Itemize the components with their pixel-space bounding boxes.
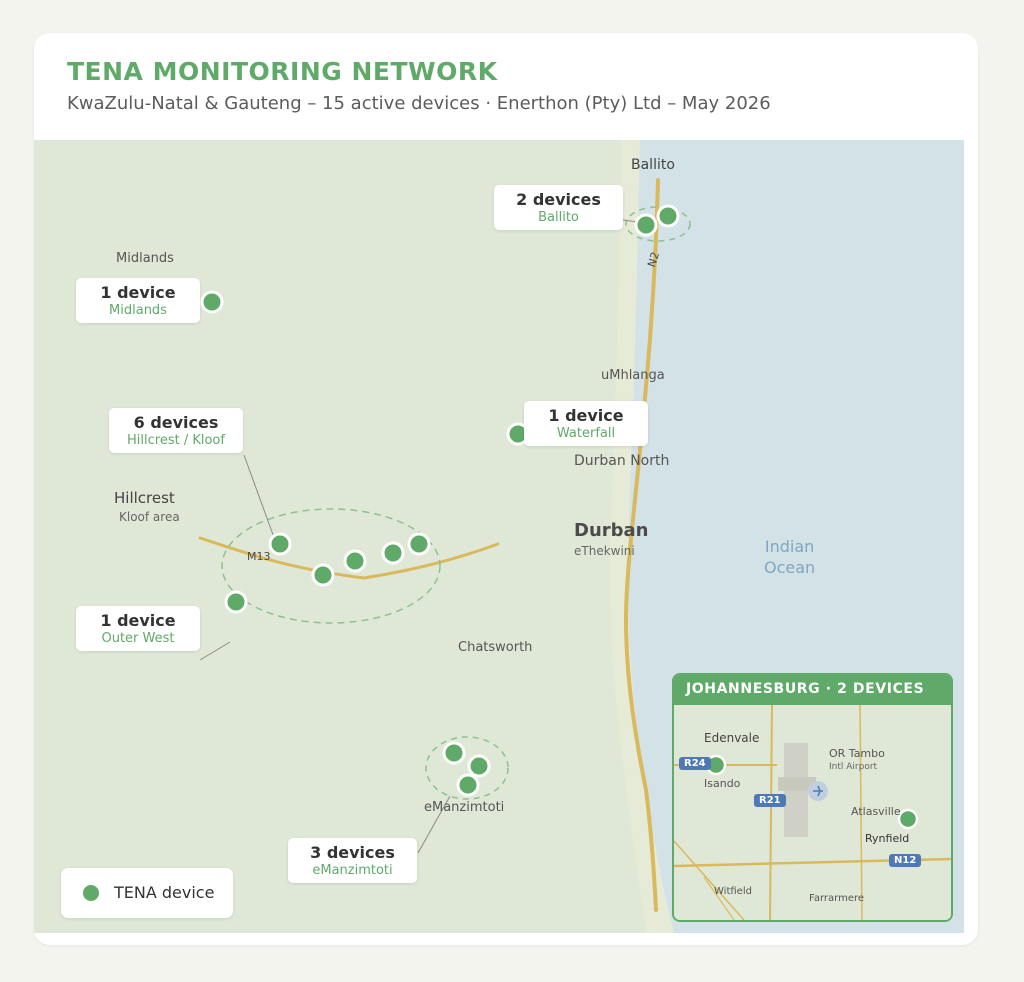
place-label-ballito: Ballito <box>631 157 675 173</box>
side-road <box>859 705 863 920</box>
callout-ballito[interactable]: 2 devices Ballito <box>494 185 623 230</box>
place-label-chatsworth: Chatsworth <box>458 640 533 655</box>
device-marker <box>634 213 658 237</box>
inset-label-edenvale: Edenvale <box>704 731 760 745</box>
place-label-umhlanga: uMhlanga <box>601 368 665 383</box>
minor-road <box>703 876 735 920</box>
johannesburg-inset[interactable]: JOHANNESBURG · 2 DEVICES <box>672 673 953 922</box>
emanzimtoti-cluster <box>425 736 509 800</box>
legend-label: TENA device <box>114 883 215 902</box>
place-label-durban: Durban <box>574 520 649 541</box>
callout-area: Hillcrest / Kloof <box>127 433 225 448</box>
callout-count: 3 devices <box>310 843 395 862</box>
inset-label-atlasville: Atlasville <box>851 805 901 818</box>
device-marker <box>656 204 680 228</box>
device-marker <box>343 549 367 573</box>
place-label-ethekwini: eThekwini <box>574 544 635 558</box>
m13-road <box>198 536 500 580</box>
airport-apron <box>778 777 816 791</box>
device-marker <box>268 532 292 556</box>
inset-label-farrarmere: Farrarmere <box>809 893 865 904</box>
inset-label-witfield: Witfield <box>714 886 752 897</box>
map[interactable]: Ballito Midlands uMhlanga Durban North D… <box>34 140 964 933</box>
page-title: TENA MONITORING NETWORK <box>67 57 498 86</box>
road-label-m13: M13 <box>247 550 271 563</box>
callout-area: eManzimtoti <box>312 863 393 878</box>
device-markers <box>200 204 680 797</box>
device-marker <box>442 741 466 765</box>
witfield-road <box>674 840 745 920</box>
header: TENA MONITORING NETWORK KwaZulu-Natal & … <box>34 33 978 140</box>
callout-emanzimtoti[interactable]: 3 devices eManzimtoti <box>288 838 417 883</box>
r21-road <box>769 705 773 920</box>
callout-hillcrest-kloof[interactable]: 6 devices Hillcrest / Kloof <box>109 408 243 453</box>
shield-r24: R24 <box>679 757 711 770</box>
hillcrest-cluster <box>221 508 441 624</box>
callout-area: Ballito <box>538 210 579 225</box>
inset-canvas <box>674 705 951 920</box>
airplane-icon <box>813 785 823 797</box>
callout-count: 6 devices <box>133 413 219 432</box>
device-marker <box>224 590 248 614</box>
callout-area: Waterfall <box>556 426 616 441</box>
place-label-midlands: Midlands <box>116 251 174 266</box>
inset-device-markers <box>705 754 919 830</box>
place-label-kloof-area: Kloof area <box>119 510 180 524</box>
callout-area: Outer West <box>101 631 175 646</box>
place-label-durban-north: Durban North <box>574 453 670 469</box>
callout-outer-west[interactable]: 1 device Outer West <box>76 606 200 651</box>
n2-road <box>623 178 660 912</box>
shield-r21: R21 <box>754 794 786 807</box>
device-marker <box>200 290 224 314</box>
callout-count: 1 device <box>548 406 624 425</box>
inset-label-isando: Isando <box>704 777 741 790</box>
ocean-label-line2: Ocean <box>764 558 816 577</box>
inset-title: JOHANNESBURG · 2 DEVICES <box>686 681 925 697</box>
place-label-hillcrest: Hillcrest <box>114 489 175 507</box>
page-subtitle: KwaZulu-Natal & Gauteng – 15 active devi… <box>67 93 771 114</box>
callout-count: 1 device <box>100 611 176 630</box>
device-marker <box>381 541 405 565</box>
map-card: TENA MONITORING NETWORK KwaZulu-Natal & … <box>34 33 978 945</box>
callout-area: Midlands <box>109 303 167 318</box>
ocean-label-line1: Indian <box>764 537 815 556</box>
green-dot-icon <box>83 885 99 901</box>
shield-n12: N12 <box>889 854 922 867</box>
place-label-emanzimtoti: eManzimtoti <box>424 800 505 815</box>
callout-midlands[interactable]: 1 device Midlands <box>76 278 200 323</box>
device-marker <box>407 532 431 556</box>
inset-label-intl-airport: Intl Airport <box>829 762 878 772</box>
callout-count: 1 device <box>100 283 176 302</box>
device-marker <box>467 754 491 778</box>
callout-waterfall[interactable]: 1 device Waterfall <box>524 401 648 446</box>
device-marker <box>456 773 480 797</box>
inset-label-or-tambo: OR Tambo <box>829 747 885 760</box>
device-marker <box>897 808 919 830</box>
ballito-cluster <box>625 206 691 242</box>
map-legend: TENA device <box>61 868 233 918</box>
ocean-label: Indian Ocean <box>764 536 815 578</box>
inset-header: JOHANNESBURG · 2 DEVICES <box>674 675 951 705</box>
callout-count: 2 devices <box>516 190 601 209</box>
inset-label-rynfield: Rynfield <box>865 832 910 845</box>
device-marker <box>311 563 335 587</box>
